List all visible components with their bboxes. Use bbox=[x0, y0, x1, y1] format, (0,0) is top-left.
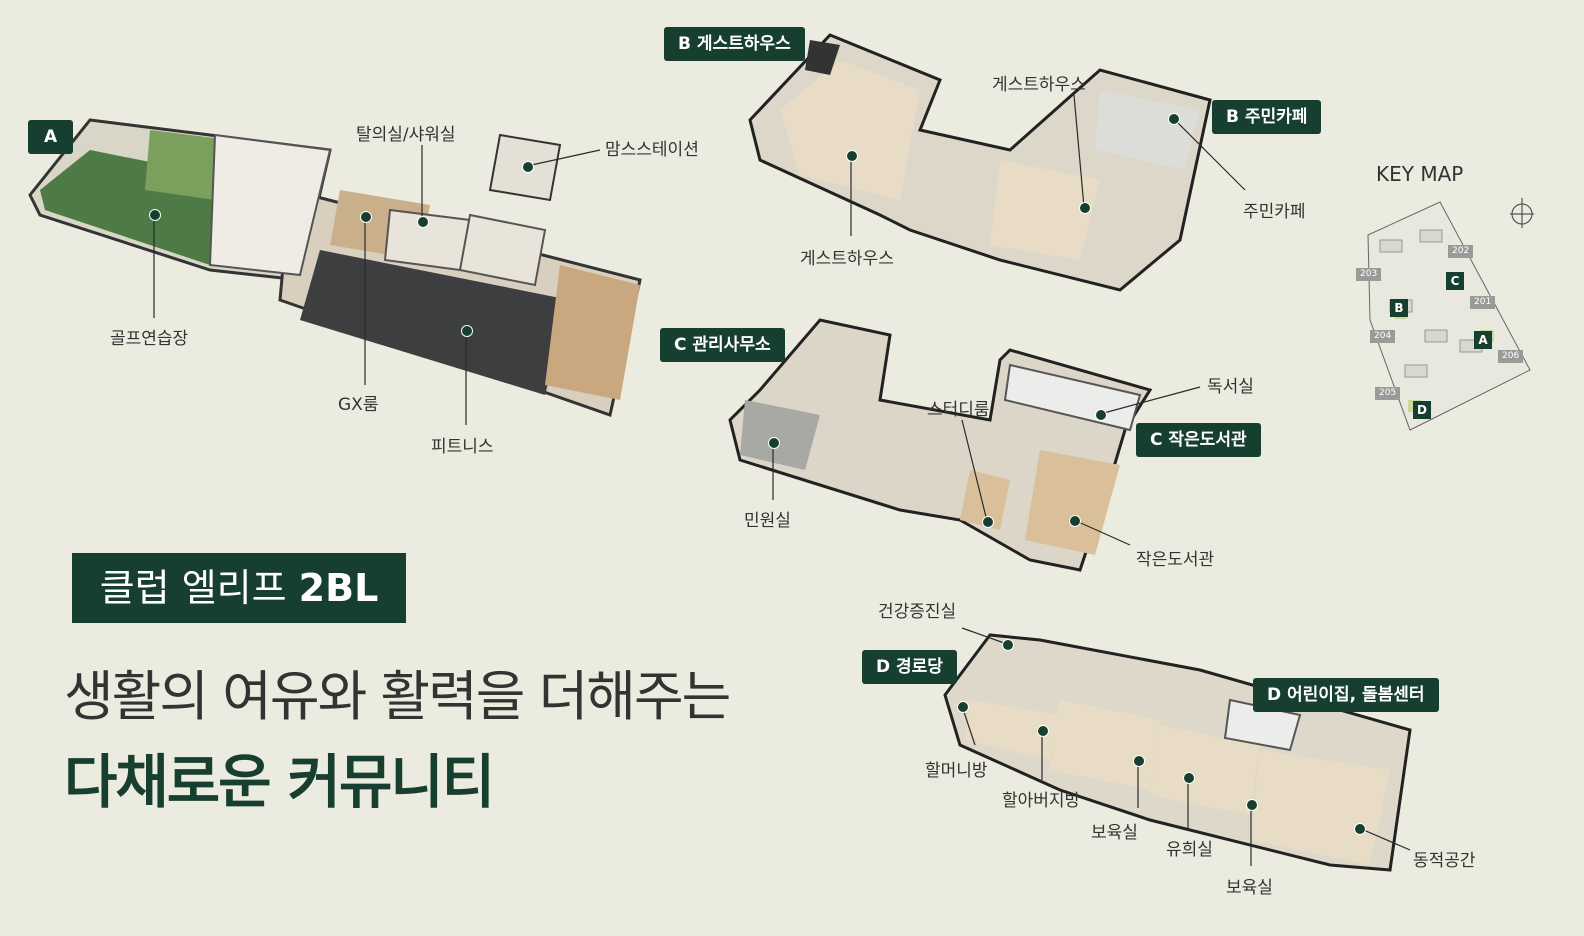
tag-b-guesthouse: B 게스트하우스 bbox=[664, 27, 805, 61]
label-golf: 골프연습장 bbox=[110, 329, 189, 349]
plan-a bbox=[28, 118, 642, 417]
marker-cafe bbox=[1168, 113, 1180, 125]
keymap-letter-d: D bbox=[1413, 401, 1431, 419]
marker-study bbox=[982, 516, 994, 528]
keymap-letter-a: A bbox=[1474, 331, 1492, 349]
marker-moms bbox=[522, 161, 534, 173]
keymap-building-201: 201 bbox=[1470, 296, 1496, 309]
leader-lines bbox=[153, 94, 1411, 866]
marker-nursery1 bbox=[1133, 755, 1145, 767]
label-cafe: 주민카페 bbox=[1243, 202, 1306, 222]
marker-locker bbox=[417, 216, 429, 228]
marker-health bbox=[1002, 639, 1014, 651]
club-title-prefix: 클럽 엘리프 bbox=[99, 566, 299, 610]
label-grandma: 할머니방 bbox=[925, 761, 988, 781]
label-guest1: 게스트하우스 bbox=[800, 249, 894, 269]
keymap-letter-b: B bbox=[1390, 299, 1408, 317]
keymap-building-204: 204 bbox=[1370, 330, 1396, 343]
plan-d bbox=[943, 633, 1412, 872]
club-title-box: 클럽 엘리프 2BL bbox=[72, 553, 406, 623]
tag-a: A bbox=[28, 120, 74, 154]
tag-c-office: C 관리사무소 bbox=[660, 328, 785, 362]
marker-grandma bbox=[957, 701, 969, 713]
marker-library bbox=[1069, 515, 1081, 527]
marker-guest1 bbox=[846, 150, 858, 162]
marker-active bbox=[1354, 823, 1366, 835]
club-title-suffix: 2BL bbox=[298, 566, 379, 610]
marker-play bbox=[1183, 772, 1195, 784]
label-active: 동적공간 bbox=[1413, 851, 1476, 871]
tag-d-kids: D 어린이집, 돌봄센터 bbox=[1253, 678, 1439, 712]
marker-civil bbox=[768, 437, 780, 449]
keymap-building-203: 203 bbox=[1356, 268, 1382, 281]
keymap-building-206: 206 bbox=[1498, 350, 1524, 363]
headline-line-2: 다채로운 커뮤니티 bbox=[64, 748, 495, 816]
keymap-letter-c: C bbox=[1446, 272, 1464, 290]
marker-nursery2 bbox=[1246, 799, 1258, 811]
keymap-building-202: 202 bbox=[1448, 245, 1474, 258]
label-locker: 탈의실/샤워실 bbox=[356, 125, 456, 145]
label-study: 스터디룸 bbox=[927, 400, 990, 420]
marker-gx bbox=[360, 211, 372, 223]
label-civil: 민원실 bbox=[744, 511, 791, 531]
marker-fitness bbox=[461, 325, 473, 337]
label-nursery2: 보육실 bbox=[1226, 878, 1273, 898]
marker-golf bbox=[149, 209, 161, 221]
label-grandpa: 할아버지방 bbox=[1002, 791, 1081, 811]
label-health: 건강증진실 bbox=[878, 602, 957, 622]
label-library: 작은도서관 bbox=[1136, 550, 1215, 570]
label-gx: GX룸 bbox=[338, 395, 379, 415]
compass-icon bbox=[1510, 198, 1534, 228]
marker-grandpa bbox=[1037, 725, 1049, 737]
keymap-building-205: 205 bbox=[1375, 387, 1401, 400]
marker-guest2 bbox=[1079, 202, 1091, 214]
label-guest2: 게스트하우스 bbox=[992, 75, 1086, 95]
label-reading: 독서실 bbox=[1207, 377, 1254, 397]
tag-d-senior: D 경로당 bbox=[862, 650, 957, 684]
plan-c bbox=[728, 318, 1153, 572]
plan-b bbox=[748, 33, 1212, 292]
headline-line-1: 생활의 여유와 활력을 더해주는 bbox=[64, 665, 731, 728]
keymap-title: KEY MAP bbox=[1376, 162, 1464, 186]
tag-b-cafe: B 주민카페 bbox=[1212, 100, 1322, 134]
label-moms: 맘스스테이션 bbox=[605, 140, 699, 160]
label-nursery1: 보육실 bbox=[1091, 823, 1138, 843]
marker-reading bbox=[1095, 409, 1107, 421]
label-fitness: 피트니스 bbox=[431, 437, 494, 457]
tag-c-library: C 작은도서관 bbox=[1136, 423, 1261, 457]
label-play: 유희실 bbox=[1166, 840, 1213, 860]
